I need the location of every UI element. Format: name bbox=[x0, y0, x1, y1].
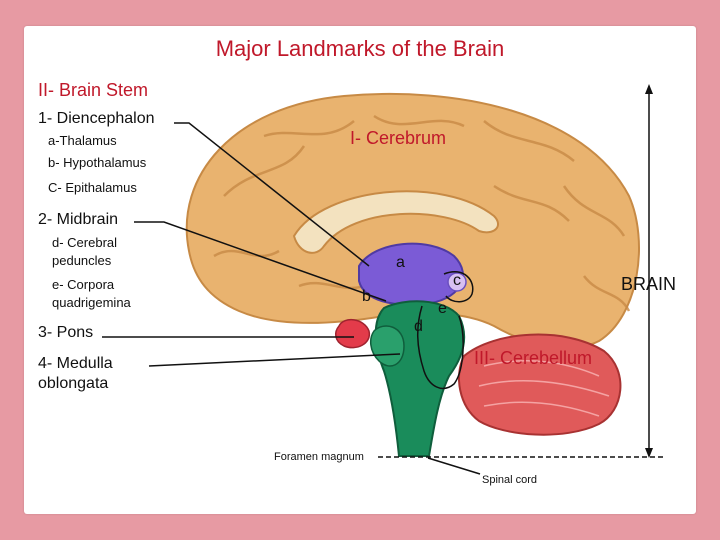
medulla-label: 4- Medulla oblongata bbox=[38, 355, 113, 392]
midbrain-label: 2- Midbrain bbox=[38, 211, 119, 228]
gyri-lines bbox=[213, 114, 631, 312]
pons-label: 3- Pons bbox=[38, 324, 94, 341]
foramen-magnum-label: Foramen magnum bbox=[274, 451, 364, 463]
pons-shape bbox=[369, 325, 405, 367]
cerebellum-label: III- Cerebellum bbox=[474, 348, 593, 368]
hypothalamus-label: b- Hypothalamus bbox=[48, 155, 147, 170]
letter-d: d bbox=[414, 318, 423, 335]
hypothalamus-shape bbox=[334, 319, 371, 349]
spinal-cord-label: Spinal cord bbox=[482, 474, 538, 486]
brain-stem-heading: II- Brain Stem bbox=[38, 80, 149, 100]
epithalamus-shape bbox=[447, 272, 467, 292]
letter-a: a bbox=[396, 254, 405, 271]
thalamus-label: a-Thalamus bbox=[48, 133, 117, 148]
cerebral-peduncles-label: d- Cerebral peduncles bbox=[52, 235, 118, 268]
epithalamus-outline bbox=[443, 271, 474, 303]
page-title: Major Landmarks of the Brain bbox=[215, 36, 505, 61]
corpus-callosum bbox=[292, 190, 499, 254]
brain-illustration bbox=[102, 84, 666, 475]
letter-e: e bbox=[438, 300, 447, 317]
letter-c: c bbox=[453, 272, 461, 289]
leader-lines bbox=[102, 88, 666, 475]
corpora-quadrigemina-label: e- Corpora quadrigemina bbox=[52, 277, 131, 310]
thalamus-shape bbox=[358, 242, 464, 306]
epithalamus-label: C- Epithalamus bbox=[48, 180, 137, 195]
diencephalon-label: 1- Diencephalon bbox=[38, 110, 155, 127]
cerebellum-folia bbox=[478, 360, 610, 417]
letter-b: b bbox=[362, 288, 371, 305]
midbrain-outline bbox=[416, 305, 464, 390]
cerebrum-label: I- Cerebrum bbox=[350, 128, 447, 148]
arrow-bottom bbox=[645, 448, 653, 458]
arrow-top bbox=[645, 84, 653, 94]
slide: Major Landmarks of the Brain II- Brain S… bbox=[24, 26, 696, 514]
brain-label: BRAIN bbox=[621, 274, 677, 294]
